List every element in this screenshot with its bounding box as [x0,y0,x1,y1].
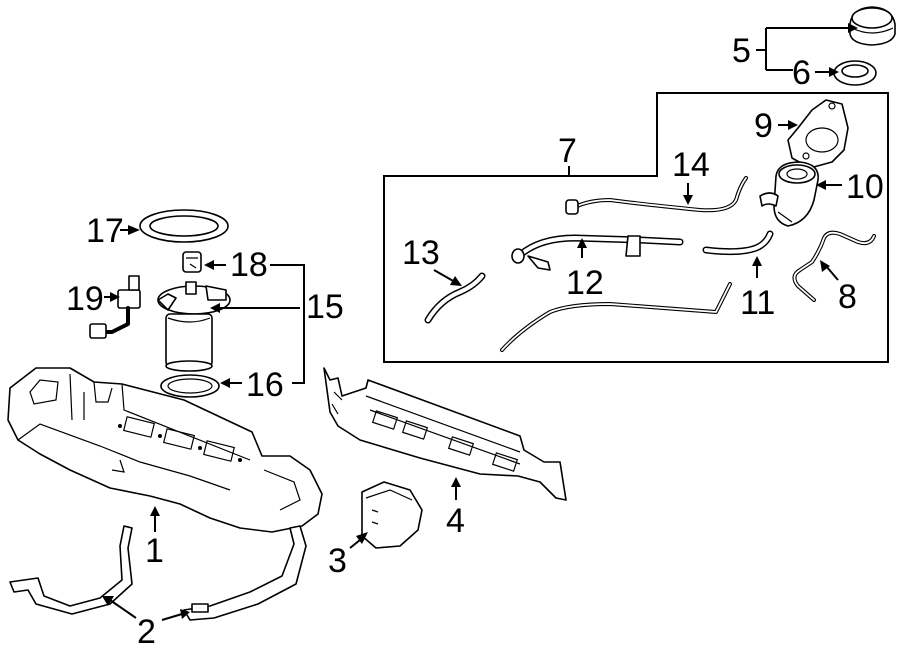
arrow-14 [683,195,693,205]
leader-2-left [109,599,137,619]
arrow-1 [150,506,160,516]
vent-hose [565,176,748,215]
filler-housing-bracket [787,99,849,169]
arrow-16 [220,378,230,388]
callout-8: 8 [838,278,857,316]
fuel-sensor [182,251,202,273]
callout-7: 7 [558,132,577,170]
arrow-13 [450,276,462,286]
leader-3 [349,539,361,549]
callout-1: 1 [145,532,164,570]
arrow-19 [110,292,120,302]
callout-11: 11 [740,284,775,322]
callout-10: 10 [846,168,884,206]
arrow-4 [451,477,461,487]
arrow-15 [210,303,220,313]
tank-strap-left [9,525,133,615]
fuel-pump-module [157,281,231,372]
pump-seal [160,374,220,398]
callout-14: 14 [672,146,710,184]
callout-15: 15 [306,288,344,326]
leader-5-bracket [756,27,848,71]
callout-3: 3 [328,542,347,580]
filler-neck [759,161,819,227]
arrow-3 [356,532,368,544]
callout-6: 6 [792,54,811,92]
arrow-11 [752,256,762,266]
callout-9: 9 [754,107,773,145]
arrow-8 [820,260,830,272]
fill-pipe [511,234,684,271]
arrow-5 [848,23,858,33]
callout-12: 12 [566,264,604,302]
callout-19: 19 [66,280,104,318]
skid-plate [323,367,567,501]
callout-17: 17 [86,212,124,250]
leader-18-16-bracket [270,264,305,384]
connector-hose [424,272,486,324]
arrow-12 [577,238,587,248]
arrow-6 [829,67,839,77]
callout-13: 13 [402,234,440,272]
lock-ring [139,209,229,243]
cap-gasket [833,60,877,86]
kit-box-outline [383,92,889,363]
tank-shield [361,481,423,549]
tank-strap-right [183,525,307,621]
callout-2: 2 [137,613,156,651]
arrow-9 [788,120,798,130]
arrow-2-left [102,596,114,606]
sender-unit [89,275,141,339]
vent-tube [792,230,876,302]
fuel-cap [849,6,896,46]
fuel-line [500,282,732,352]
leader-2-right [161,613,183,621]
arrow-10 [816,180,826,190]
filler-hose [702,230,774,256]
callout-4: 4 [446,502,465,540]
arrow-18 [204,260,214,270]
arrow-17 [128,225,140,235]
callout-18: 18 [230,246,268,284]
fuel-tank [7,367,323,533]
callout-5: 5 [732,32,751,70]
leader-8 [825,265,839,281]
callout-16: 16 [246,366,284,404]
arrow-2-right [180,609,190,619]
leader-13 [433,269,456,283]
